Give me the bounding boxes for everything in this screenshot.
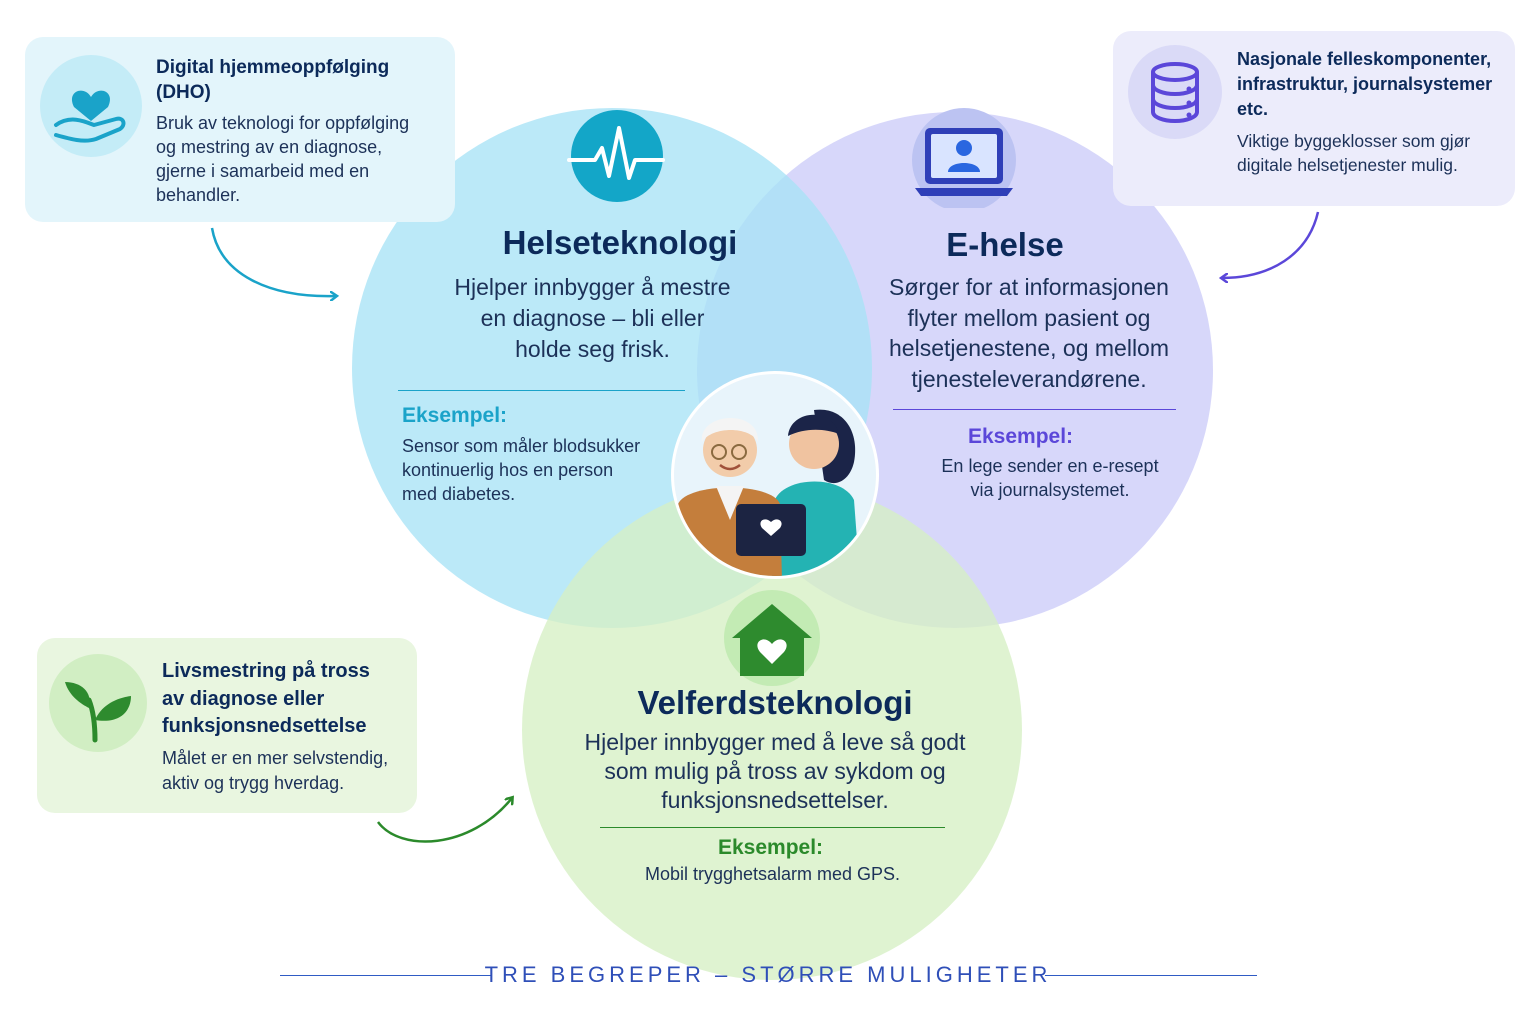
callout-nasjonale-title: Nasjonale felleskomponenter, infrastrukt… [1237, 49, 1493, 119]
helseteknologi-title: Helseteknologi [502, 224, 738, 261]
sprout-icon [49, 654, 147, 752]
velferdsteknologi-description: Hjelper innbygger med å leve så godt som… [584, 729, 966, 813]
velferdsteknologi-example-text: Mobil trygghetsalarm med GPS. [644, 864, 901, 884]
ehelse-example-text: En lege sender en e-resept via journalsy… [941, 456, 1159, 500]
ehelse-description: Sørger for at informasjonen flyter mello… [889, 274, 1169, 392]
callout-livsmestring-title: Livsmestring på tross av diagnose eller … [162, 660, 370, 737]
helseteknologi-description: Hjelper innbygger å mestre en diagnose –… [454, 274, 731, 362]
arrow-livsmestring [376, 798, 512, 843]
database-icon [1128, 45, 1222, 139]
hand-heart-icon [40, 55, 142, 157]
arrow-nasjonale [1222, 211, 1320, 278]
ehelse-title: E-helse [946, 226, 1064, 263]
footer-line-left [280, 975, 492, 976]
callout-dho-text: Bruk av teknologi for oppfølging og mest… [156, 113, 410, 205]
velferdsteknologi-example-label: Eksempel: [718, 836, 824, 859]
footer-line-right [1045, 975, 1257, 976]
velferdsteknologi-title: Velferdsteknologi [637, 684, 913, 721]
ehelse-example-label: Eksempel: [968, 425, 1074, 448]
house-heart-icon [718, 590, 826, 686]
footer-tagline: TRE BEGREPER – STØRRE MULIGHETER [484, 962, 1052, 987]
callout-nasjonale-text: Viktige byggeklosser som gjør digitale h… [1237, 131, 1471, 175]
callout-dho-title: Digital hjemmeoppfølging (DHO) [156, 57, 390, 103]
arrow-dho [210, 227, 336, 296]
ehelse-divider [893, 409, 1176, 410]
circle-velferdsteknologi [522, 480, 1022, 980]
velferdsteknologi-divider [600, 827, 945, 828]
laptop-user-icon [897, 100, 1031, 212]
helseteknologi-example-text: Sensor som måler blodsukker kontinuerlig… [402, 436, 641, 504]
callout-livsmestring-text: Målet er en mer selvstendig, aktiv og tr… [162, 748, 389, 793]
heartbeat-icon [557, 110, 677, 202]
helseteknologi-divider [398, 390, 685, 391]
elderly-and-nurse-with-tablet-icon [664, 370, 886, 580]
helseteknologi-example-label: Eksempel: [402, 404, 508, 427]
